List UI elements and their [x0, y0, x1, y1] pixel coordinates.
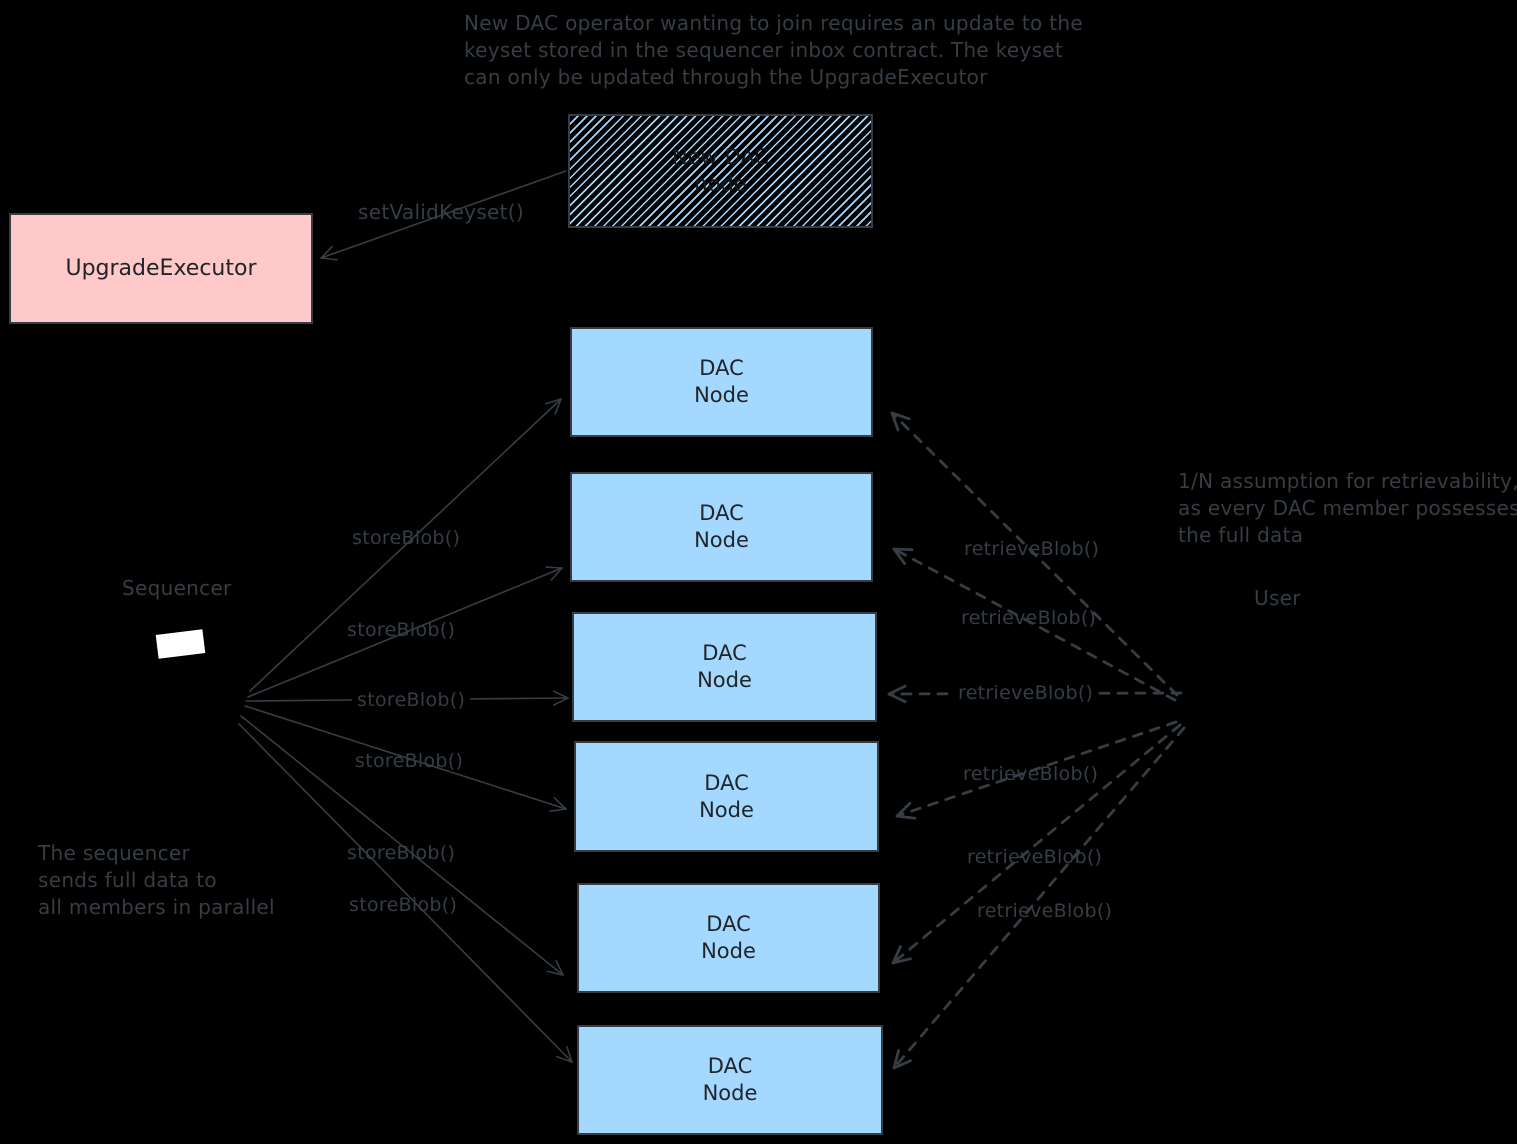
edge-label-retrieve-blob-6: retrieveBlob()	[977, 900, 1113, 922]
note-keyset-update-line1: New DAC operator wanting to join require…	[464, 11, 1083, 35]
dac-node-6-line1: DAC	[707, 1054, 753, 1078]
note-retrievability-line1: 1/N assumption for retrievability,	[1178, 469, 1517, 493]
note-keyset-update: New DAC operator wanting to join require…	[464, 10, 1083, 91]
dac-node-2-line1: DAC	[699, 501, 744, 525]
edge-label-retrieve-blob-5: retrieveBlob()	[967, 846, 1103, 868]
dac-node-1-line1: DAC	[699, 356, 744, 380]
edge-label-store-blob-4: storeBlob()	[355, 750, 464, 772]
dac-node-1-line2: Node	[694, 383, 749, 407]
dac-node-box-2: DAC Node	[570, 472, 873, 582]
edge-label-retrieve-blob-2: retrieveBlob()	[961, 607, 1097, 629]
note-keyset-update-line2: keyset stored in the sequencer inbox con…	[464, 38, 1064, 62]
edge-label-store-blob-5: storeBlob()	[347, 842, 456, 864]
note-sequencer-parallel-line1: The sequencer	[38, 841, 191, 865]
edge-label-retrieve-blob-3: retrieveBlob()	[953, 682, 1099, 704]
edge-label-set-valid-keyset: setValidKeyset()	[358, 200, 524, 224]
new-dac-node-label: New DAC node	[672, 144, 769, 198]
dac-node-5-line2: Node	[701, 939, 756, 963]
new-dac-node-box: New DAC node	[568, 114, 873, 228]
dac-node-4-line1: DAC	[704, 770, 749, 795]
dac-node-5-line1: DAC	[706, 912, 751, 936]
edge-label-retrieve-blob-4: retrieveBlob()	[963, 763, 1099, 785]
note-retrievability-line2: as every DAC member possesses	[1178, 496, 1517, 520]
upgrade-executor-label: UpgradeExecutor	[65, 256, 257, 281]
new-dac-node-label-line2: node	[694, 172, 747, 196]
dac-node-box-6: DAC Node	[577, 1025, 883, 1135]
note-retrievability: 1/N assumption for retrievability, as ev…	[1178, 468, 1517, 549]
note-keyset-update-line3: can only be updated through the UpgradeE…	[464, 65, 988, 89]
note-sequencer-parallel: The sequencer sends full data to all mem…	[38, 840, 275, 921]
sequencer-label: Sequencer	[122, 576, 232, 600]
dac-node-3-line2: Node	[697, 668, 752, 692]
new-dac-node-label-line1: New DAC	[672, 145, 769, 169]
dac-node-box-5: DAC Node	[577, 883, 880, 993]
dac-node-3-line1: DAC	[702, 641, 747, 665]
edge-label-store-blob-6: storeBlob()	[349, 894, 458, 916]
upgrade-executor-box: UpgradeExecutor	[9, 213, 313, 324]
edge-label-retrieve-blob-1: retrieveBlob()	[964, 538, 1100, 560]
edge-label-store-blob-3: storeBlob()	[352, 689, 471, 711]
note-sequencer-parallel-line2: sends full data to	[38, 868, 217, 892]
dac-node-2-line2: Node	[694, 528, 749, 552]
edge-label-store-blob-1: storeBlob()	[352, 527, 461, 549]
dac-node-box-3: DAC Node	[572, 612, 877, 722]
dac-node-6-line2: Node	[702, 1081, 758, 1105]
dac-node-box-1: DAC Node	[570, 327, 873, 437]
dac-node-4-line2: Node	[699, 797, 754, 822]
note-sequencer-parallel-line3: all members in parallel	[38, 895, 275, 919]
user-label: User	[1254, 586, 1301, 610]
edge-label-store-blob-2: storeBlob()	[347, 619, 456, 641]
note-retrievability-line3: the full data	[1178, 523, 1304, 547]
